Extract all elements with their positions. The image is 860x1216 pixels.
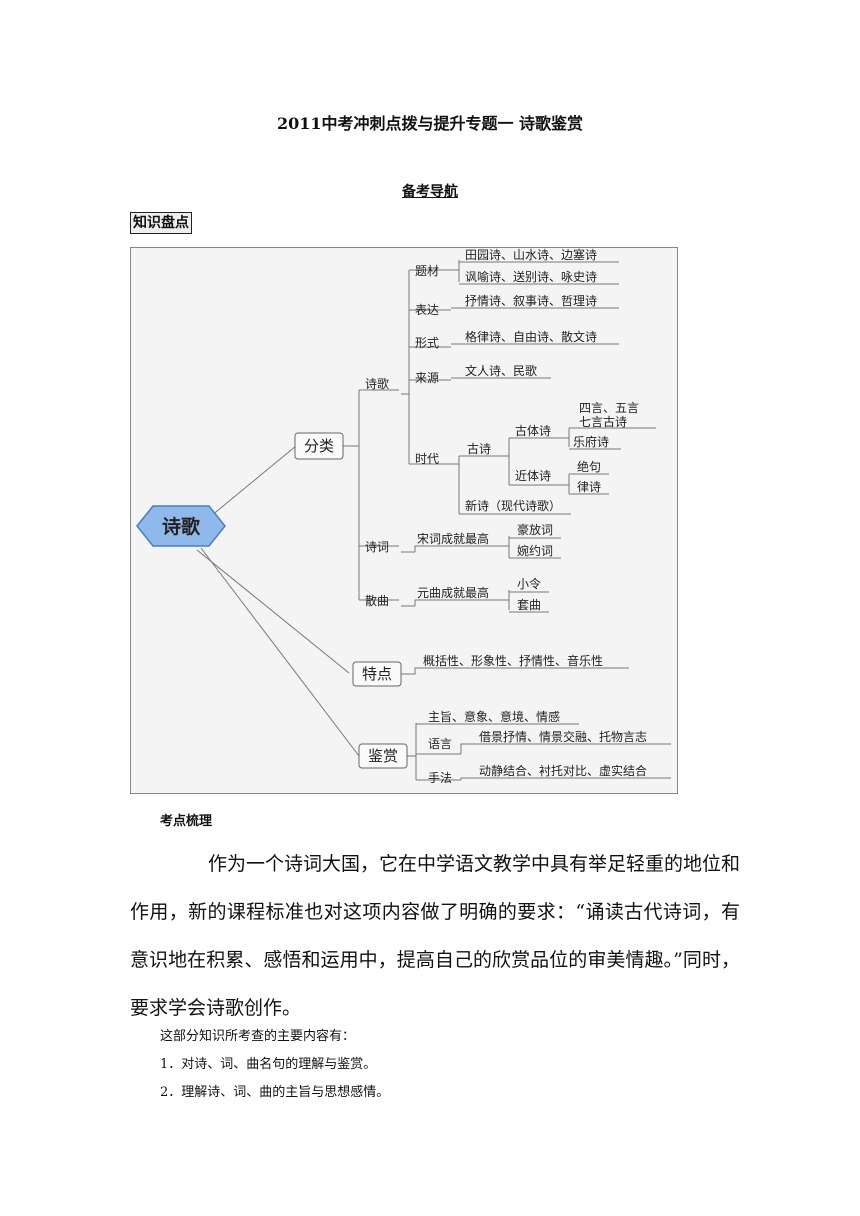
ticai-item-2: 讽喻诗、送别诗、咏史诗 [465, 269, 597, 284]
document-title: 2011中考冲刺点拨与提升专题一 诗歌鉴赏 [276, 114, 584, 133]
ticai-item-1: 田园诗、山水诗、边塞诗 [465, 248, 597, 262]
yuyan-items: 借景抒情、情景交融、托物言志 [479, 729, 647, 744]
sanqu-note: 元曲成就最高 [417, 585, 489, 600]
branch-tedian-box [352, 661, 402, 687]
node-jintishi: 近体诗 [515, 469, 551, 483]
poetry-mind-map: 诗歌 分类 特点 鉴赏 诗歌 诗词 散曲 题材 田园诗、山水诗、边塞诗 讽喻诗、… [130, 247, 678, 794]
xingshi-items: 格律诗、自由诗、散文诗 [465, 329, 597, 344]
node-xingshi: 形式 [415, 336, 439, 350]
branch-jianshang: 鉴赏 [368, 747, 398, 765]
node-laiyuan: 来源 [415, 371, 439, 385]
branch-jianshang-box [358, 743, 408, 769]
node-gushi: 古诗 [467, 441, 491, 456]
gutishi-item-1: 四言、五言 [579, 401, 639, 415]
shici-note: 宋词成就最高 [417, 531, 489, 546]
shoufa-items: 动静结合、衬托对比、虚实结合 [479, 763, 647, 778]
branch-tedian: 特点 [362, 665, 392, 683]
section-heading: 考点梳理 [160, 814, 213, 829]
intro-line: 这部分知识所考查的主要内容有： [160, 1029, 356, 1044]
shici-item-2: 婉约词 [517, 543, 553, 558]
document-subtitle: 备考导航 [402, 184, 458, 200]
root-hexagon [136, 505, 226, 547]
body-paragraph: 作为一个诗词大国，它在中学语文教学中具有举足轻重的地位和作用，新的课程标准也对这… [130, 853, 741, 1019]
node-shige: 诗歌 [365, 376, 389, 391]
node-shici: 诗词 [365, 540, 389, 554]
node-shoufa: 手法 [428, 771, 452, 785]
node-ticai: 题材 [415, 264, 439, 278]
laiyuan-items: 文人诗、民歌 [465, 363, 537, 378]
tedian-items: 概括性、形象性、抒情性、音乐性 [423, 653, 603, 668]
sanqu-item-2: 套曲 [517, 598, 541, 612]
jianshang-zhuzhi: 主旨、意象、意境、情感 [428, 709, 560, 724]
biaoda-items: 抒情诗、叙事诗、哲理诗 [465, 294, 597, 308]
node-biaoda: 表达 [415, 303, 439, 317]
gutishi-item-3: 乐府诗 [573, 434, 609, 449]
branch-fenlei: 分类 [304, 437, 334, 455]
root-label: 诗歌 [162, 515, 201, 538]
jintishi-item-1: 绝句 [577, 459, 601, 474]
jintishi-item-2: 律诗 [577, 480, 601, 494]
node-gutishi: 古体诗 [515, 423, 551, 438]
shici-item-1: 豪放词 [517, 522, 553, 537]
list-item-2: 2．理解诗、词、曲的主旨与思想感情。 [160, 1085, 390, 1100]
sanqu-item-1: 小令 [517, 576, 541, 591]
gutishi-item-2: 七言古诗 [579, 414, 627, 429]
branch-fenlei-box [294, 432, 344, 460]
node-shidai: 时代 [415, 452, 439, 466]
node-sanqu: 散曲 [365, 593, 389, 608]
knowledge-inventory-label: 知识盘点 [130, 212, 192, 234]
list-item-1: 1．对诗、词、曲名句的理解与鉴赏。 [160, 1057, 377, 1072]
node-yuyan: 语言 [428, 737, 452, 751]
node-xinshi: 新诗（现代诗歌） [465, 498, 561, 513]
